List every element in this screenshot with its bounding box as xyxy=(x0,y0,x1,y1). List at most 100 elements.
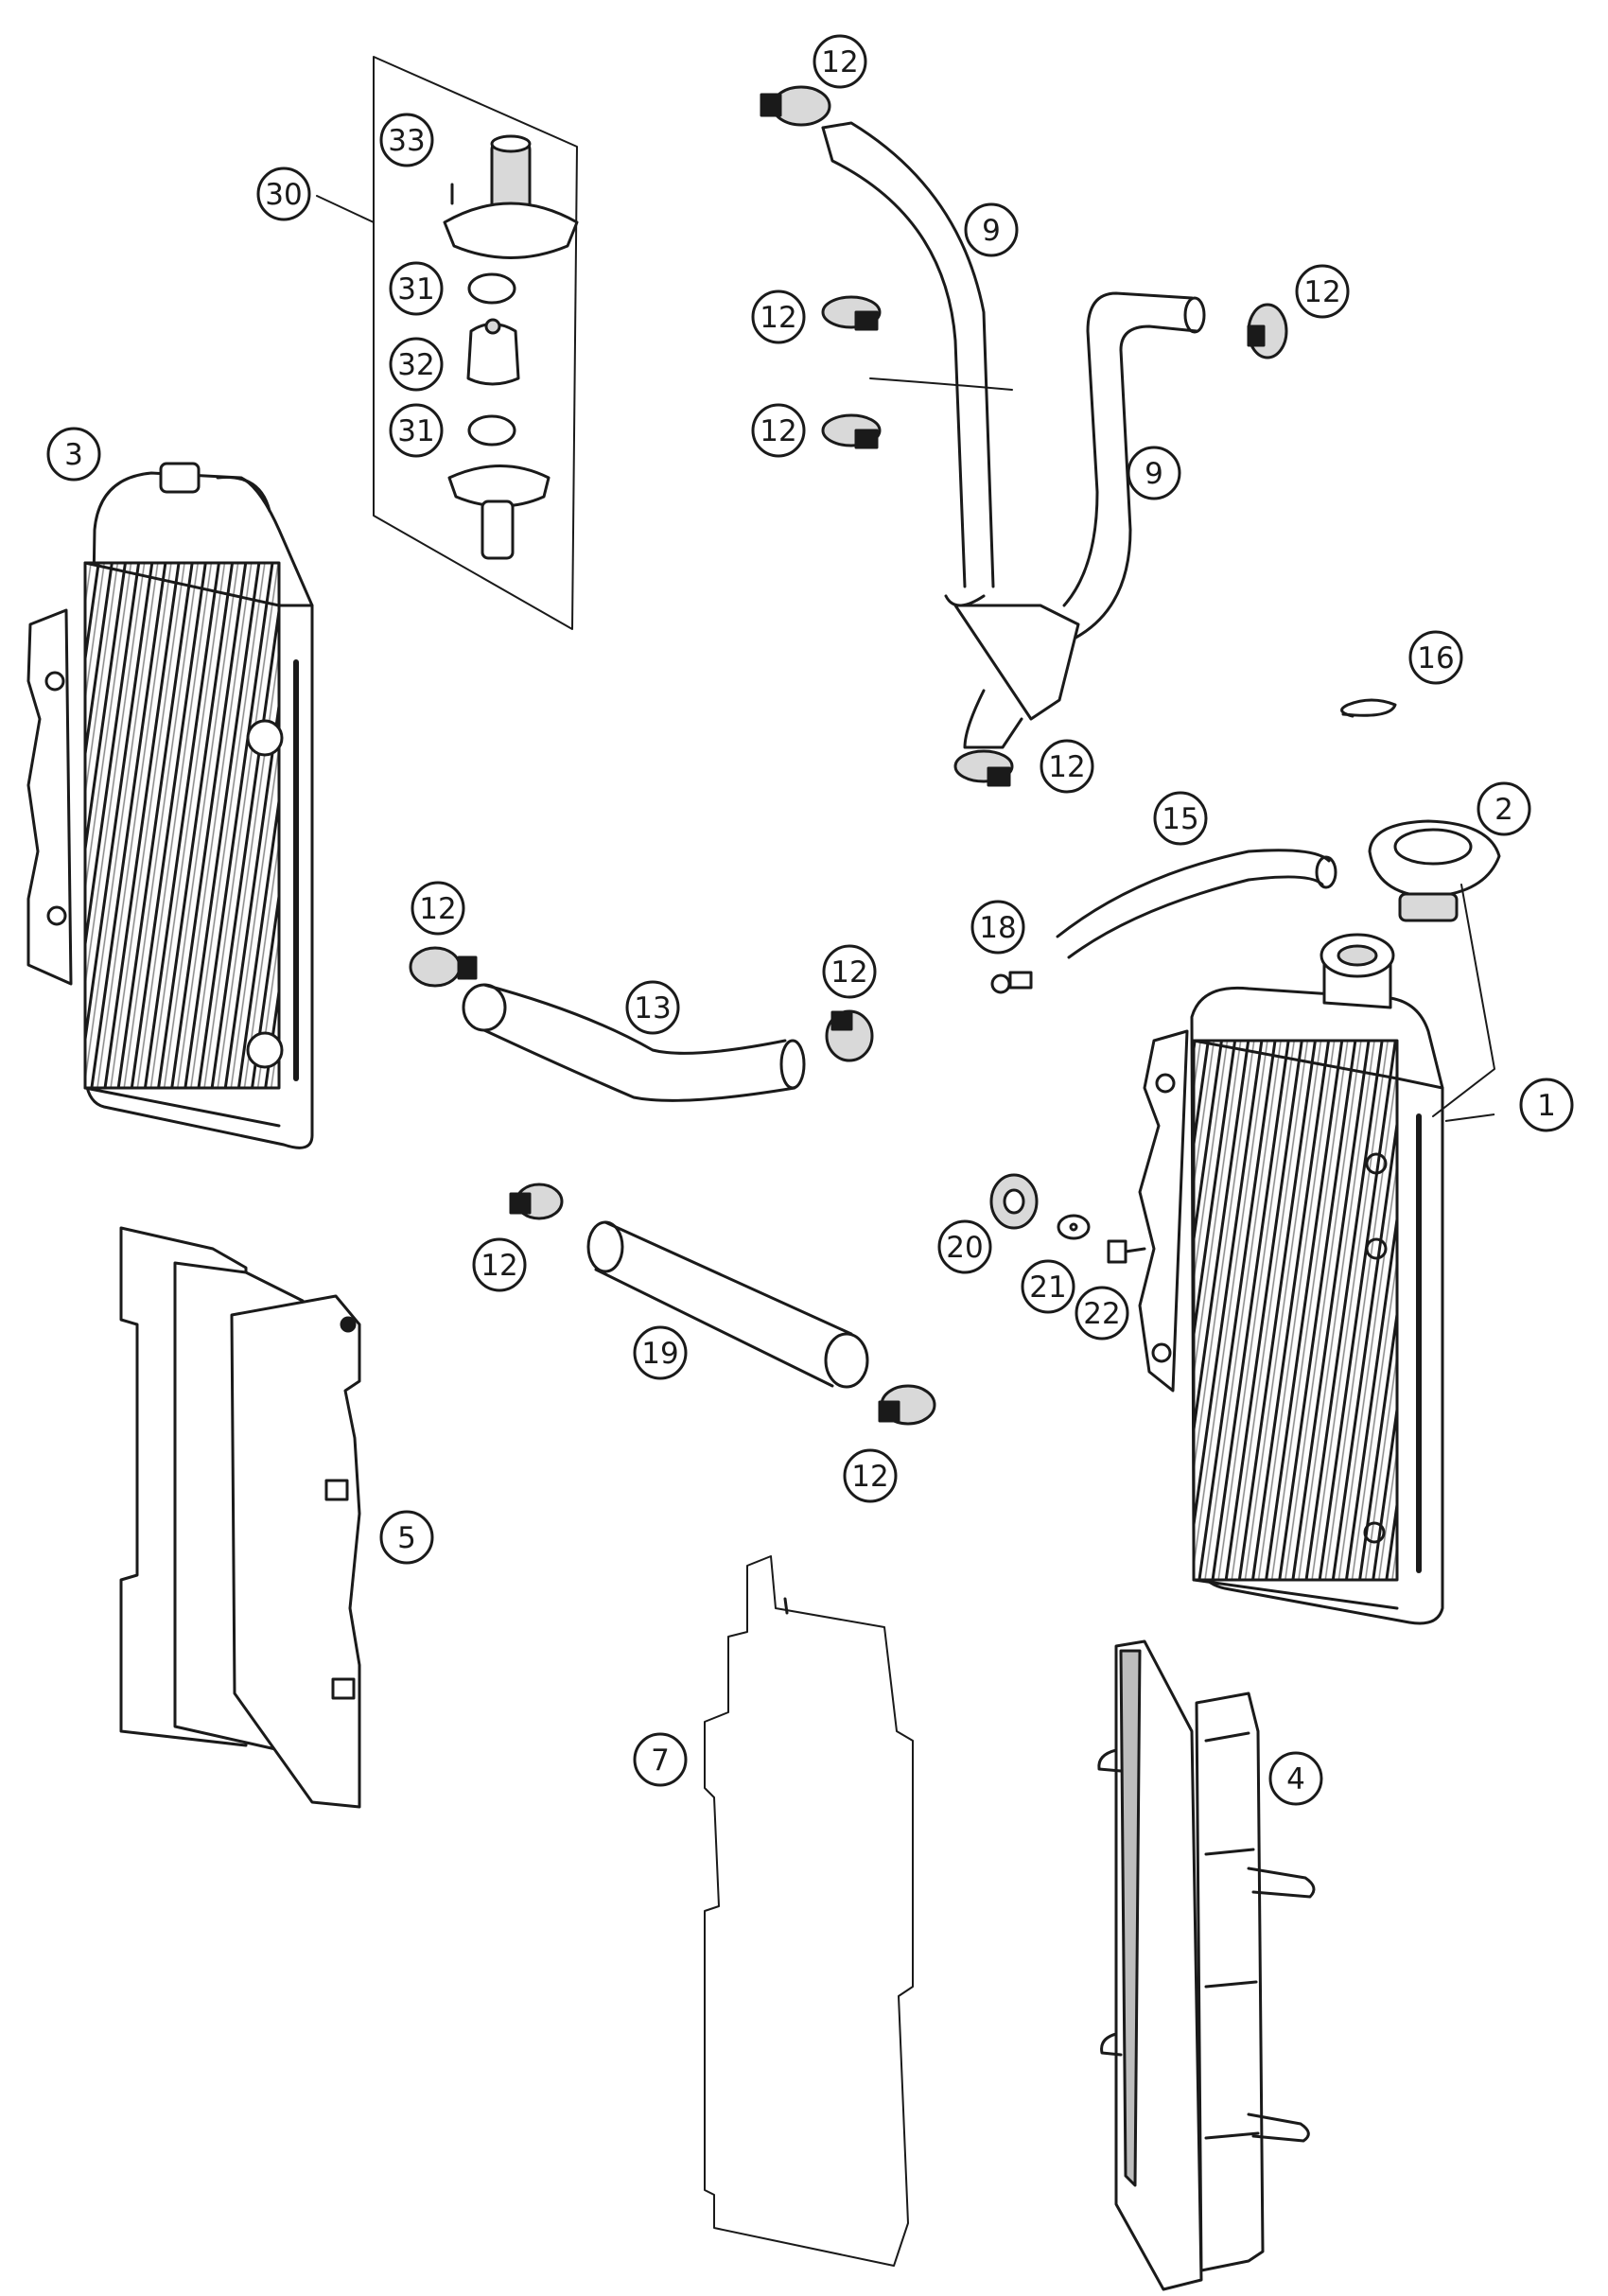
hose-clamp xyxy=(1247,303,1288,359)
callout-circle xyxy=(633,1325,688,1380)
fitting-18 xyxy=(990,971,1033,994)
callout-c4: 4 xyxy=(1268,1751,1323,1806)
callout-c30: 30 xyxy=(256,167,311,221)
callout-number: 12 xyxy=(851,1460,888,1494)
y-piece xyxy=(953,604,1080,749)
callout-circle xyxy=(633,1732,688,1787)
callout-c12b: 12 xyxy=(1295,264,1350,319)
callout-circle xyxy=(1519,1078,1574,1132)
callout-circle xyxy=(970,900,1025,955)
callout-number: 2 xyxy=(1494,793,1513,827)
callout-c21: 21 xyxy=(1021,1259,1075,1314)
callout-circle xyxy=(751,403,806,458)
callout-c31b: 31 xyxy=(389,403,444,458)
callout-number: 12 xyxy=(760,301,796,335)
callout-circle xyxy=(822,944,877,999)
callout-number: 31 xyxy=(397,272,434,307)
breather-hose xyxy=(1056,849,1337,959)
callout-c12d: 12 xyxy=(751,403,806,458)
leader-lines xyxy=(1444,1113,1495,1122)
hose-clamp xyxy=(409,946,478,988)
callout-circle xyxy=(389,261,444,316)
hose-clamp xyxy=(509,1183,564,1220)
callout-circle xyxy=(813,34,867,89)
callout-circle xyxy=(472,1237,527,1292)
right-shroud xyxy=(1097,1639,1316,2291)
callout-c1: 1 xyxy=(1519,1078,1574,1132)
callout-number: 30 xyxy=(265,178,302,212)
flat-panel xyxy=(704,1555,914,2267)
callout-number: 31 xyxy=(397,414,434,448)
callout-circle xyxy=(256,167,311,221)
callout-circle xyxy=(1153,791,1208,846)
callout-c12h: 12 xyxy=(472,1237,527,1292)
callout-c2: 2 xyxy=(1477,781,1531,836)
callout-c12a: 12 xyxy=(813,34,867,89)
callout-circle xyxy=(389,337,444,392)
callout-c7: 7 xyxy=(633,1732,688,1787)
hose-clamp xyxy=(821,295,882,331)
callout-number: 33 xyxy=(388,124,425,158)
callout-circle xyxy=(964,202,1019,257)
callout-c31a: 31 xyxy=(389,261,444,316)
callout-c3: 3 xyxy=(46,427,101,482)
lower-hose-9 xyxy=(1062,291,1206,645)
callout-circle xyxy=(1021,1259,1075,1314)
callout-circle xyxy=(937,1219,992,1274)
callout-c16: 16 xyxy=(1408,630,1463,685)
callout-number: 4 xyxy=(1286,1762,1305,1796)
cable-tie xyxy=(869,377,1013,391)
bolt-22 xyxy=(1107,1239,1146,1264)
callout-number: 12 xyxy=(821,45,858,79)
callout-number: 7 xyxy=(651,1744,670,1778)
callout-circle xyxy=(411,881,465,936)
hose-19 xyxy=(586,1220,869,1389)
callout-c5: 5 xyxy=(379,1510,434,1565)
callout-circle xyxy=(1040,739,1094,794)
callout-number: 12 xyxy=(481,1249,517,1283)
callout-c12g: 12 xyxy=(822,944,877,999)
washer-21 xyxy=(1057,1214,1091,1240)
callout-c32: 32 xyxy=(389,337,444,392)
callout-circle xyxy=(379,1510,434,1565)
callout-c22: 22 xyxy=(1075,1286,1129,1341)
callout-c18: 18 xyxy=(970,900,1025,955)
callout-circle xyxy=(1295,264,1350,319)
callout-number: 32 xyxy=(397,348,434,382)
callout-number: 19 xyxy=(641,1337,678,1371)
callout-c15: 15 xyxy=(1153,791,1208,846)
callout-number: 12 xyxy=(1303,275,1340,309)
callout-c19: 19 xyxy=(633,1325,688,1380)
thermostat-group xyxy=(316,56,579,630)
callout-circle xyxy=(46,427,101,482)
callout-number: 16 xyxy=(1417,641,1454,675)
callout-c9a: 9 xyxy=(964,202,1019,257)
callout-number: 5 xyxy=(397,1521,416,1555)
radiator-cap xyxy=(1368,819,1501,922)
callout-c20: 20 xyxy=(937,1219,992,1274)
hose-clamp xyxy=(953,749,1014,787)
callout-number: 13 xyxy=(634,991,671,1025)
callout-circle xyxy=(1075,1286,1129,1341)
callout-number: 12 xyxy=(760,414,796,448)
callout-circle xyxy=(1127,446,1181,500)
callout-circle xyxy=(1477,781,1531,836)
callout-number: 9 xyxy=(982,214,1001,248)
callout-circle xyxy=(1408,630,1463,685)
callout-number: 15 xyxy=(1162,802,1198,836)
callout-number: 22 xyxy=(1083,1297,1120,1331)
upper-hose xyxy=(821,121,995,607)
callout-c12i: 12 xyxy=(843,1448,898,1503)
callout-number: 9 xyxy=(1145,457,1163,491)
callout-c12e: 12 xyxy=(1040,739,1094,794)
callout-c13: 13 xyxy=(625,980,680,1035)
hose-clamp xyxy=(878,1384,936,1426)
callout-number: 12 xyxy=(1048,750,1085,784)
callout-circle xyxy=(843,1448,898,1503)
callout-circle xyxy=(389,403,444,458)
callout-number: 12 xyxy=(830,955,867,990)
cap-leader xyxy=(1432,884,1495,1117)
